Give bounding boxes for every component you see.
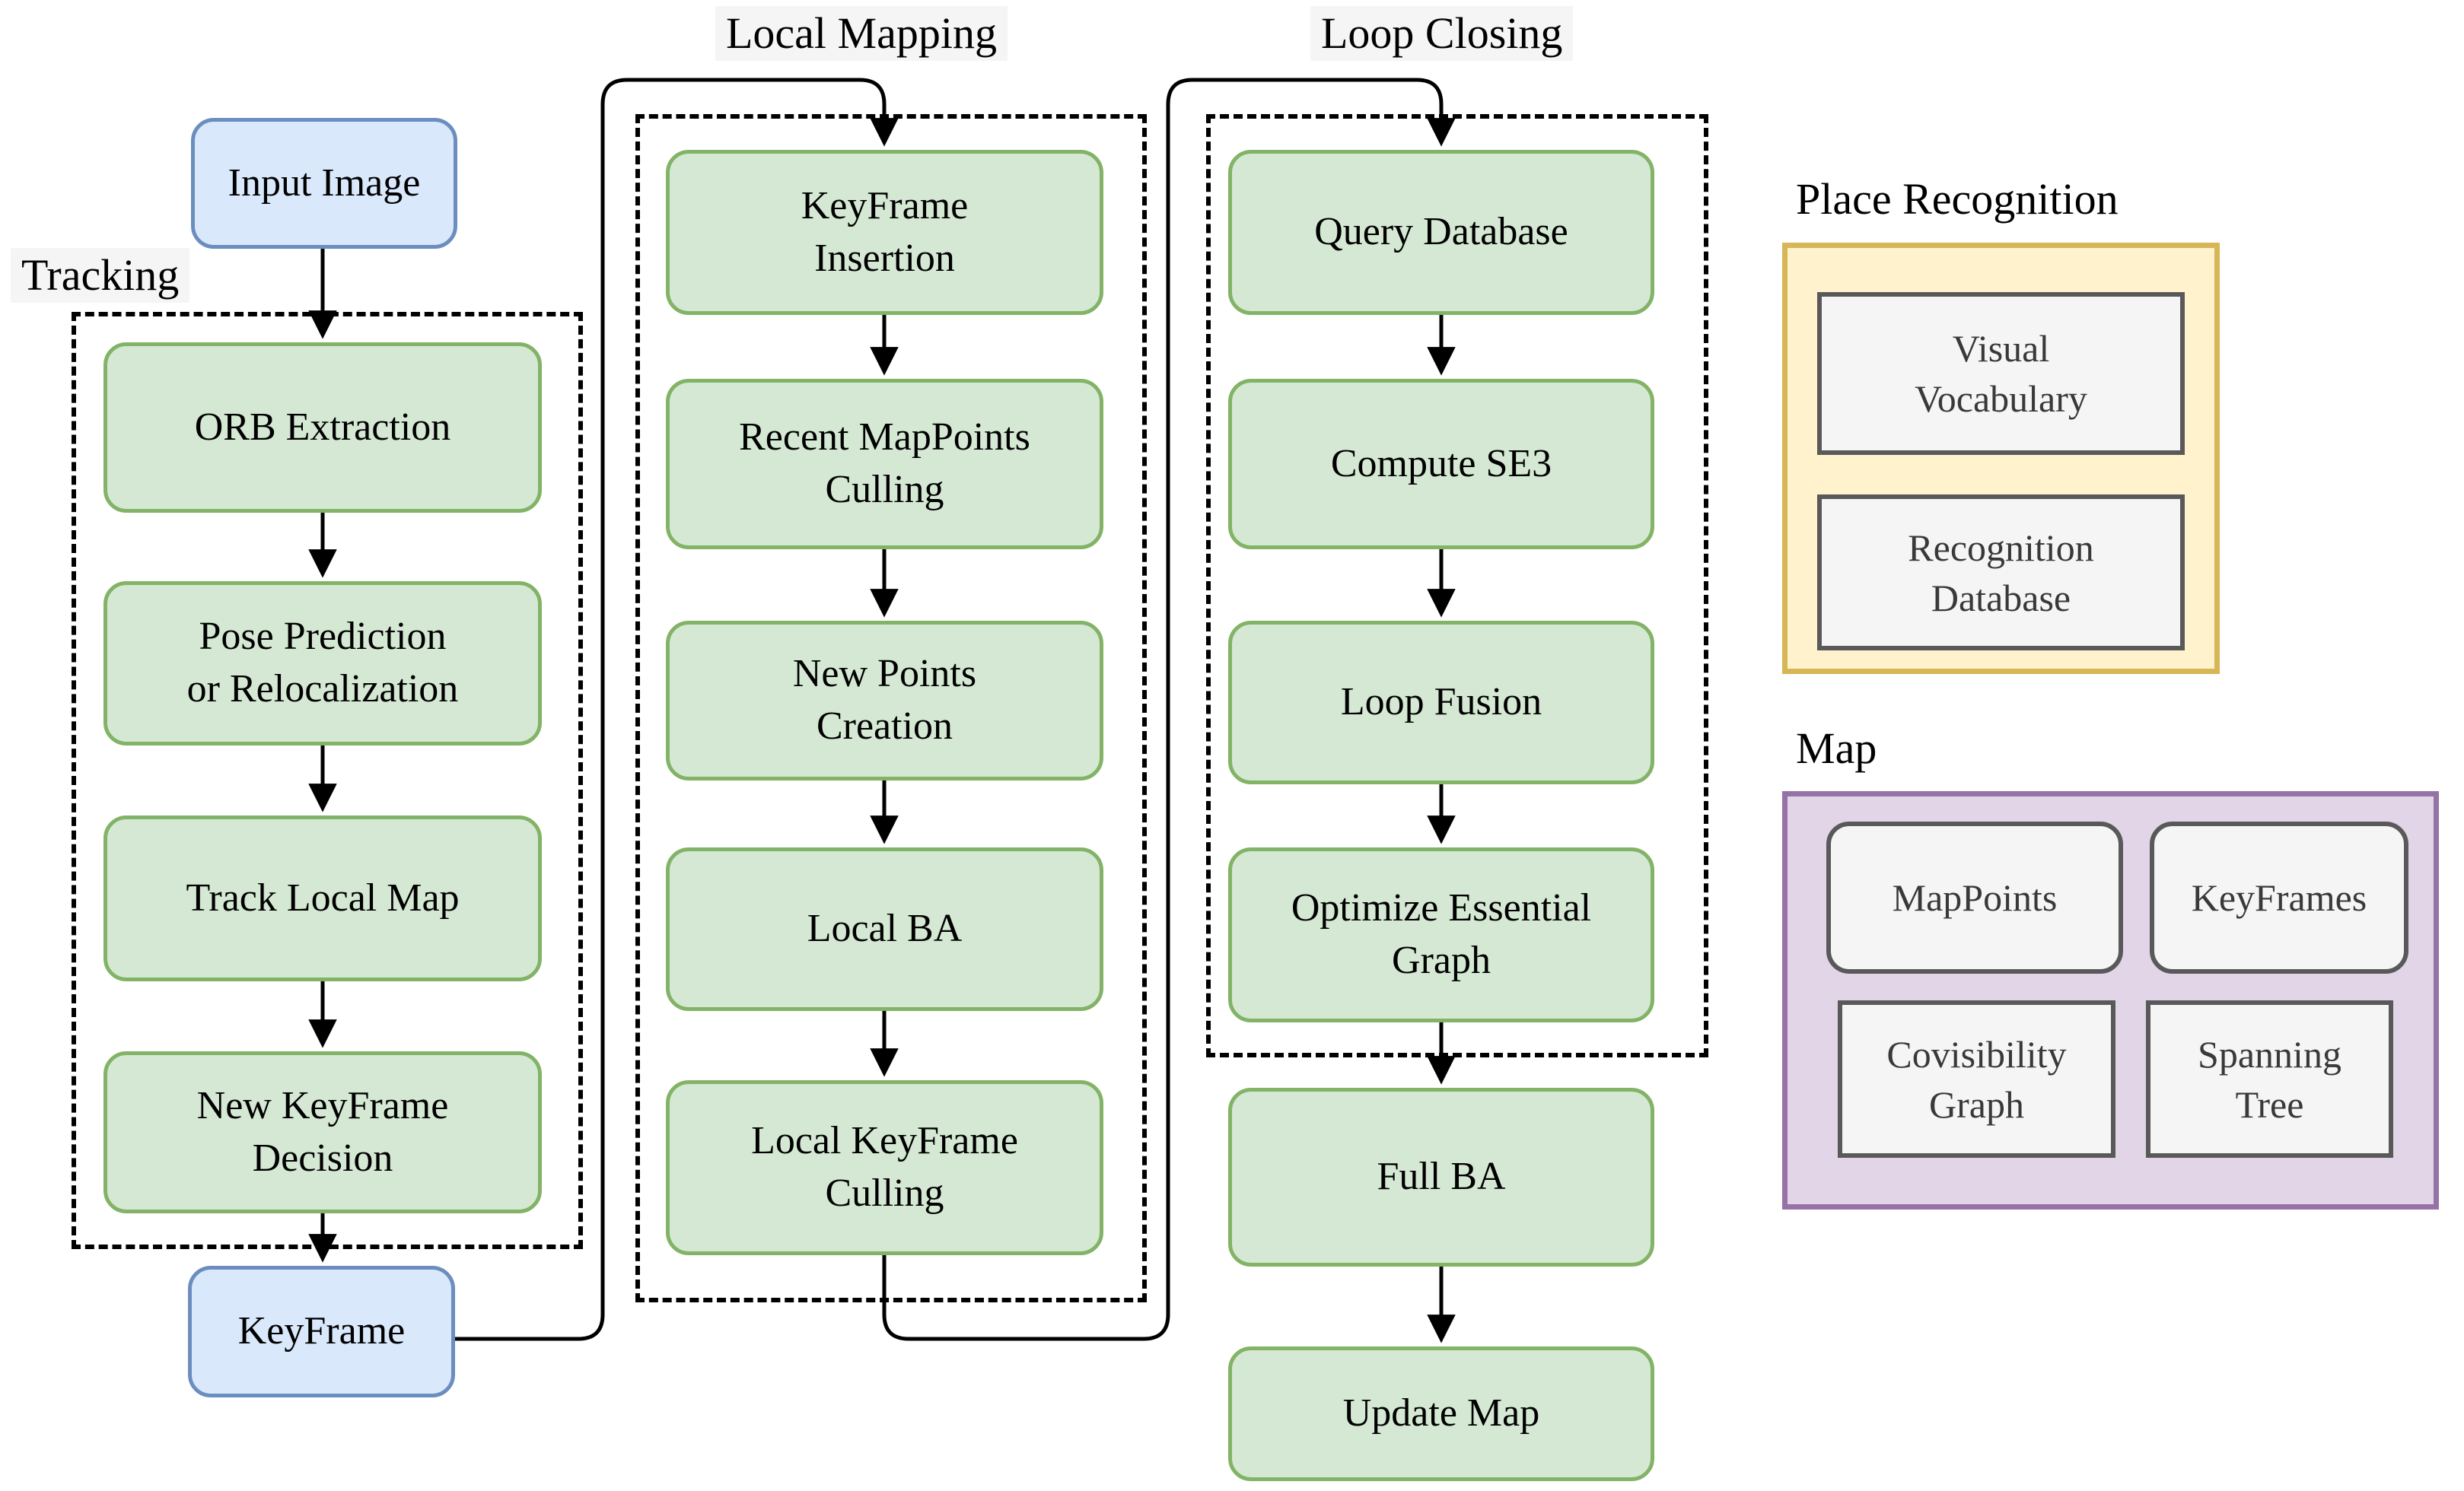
loop-closing-group-title: Loop Closing xyxy=(1310,6,1574,61)
map-panel-title: Map xyxy=(1796,723,1877,773)
tracking-group-title: Tracking xyxy=(11,248,190,303)
item-spanning-tree: Spanning Tree xyxy=(2146,1000,2393,1158)
node-query-database: Query Database xyxy=(1228,150,1654,315)
item-recognition-database: Recognition Database xyxy=(1817,494,2185,650)
node-keyframe: KeyFrame xyxy=(188,1266,455,1397)
node-orb-extraction: ORB Extraction xyxy=(103,342,542,513)
node-local-ba: Local BA xyxy=(666,847,1103,1011)
node-new-points-creation: New Points Creation xyxy=(666,621,1103,780)
node-input-image: Input Image xyxy=(191,118,457,249)
node-full-ba: Full BA xyxy=(1228,1088,1654,1267)
item-keyframes: KeyFrames xyxy=(2150,822,2408,974)
node-new-keyframe-decision: New KeyFrame Decision xyxy=(103,1051,542,1213)
node-local-keyframe-culling: Local KeyFrame Culling xyxy=(666,1080,1103,1255)
node-recent-mappoints-culling: Recent MapPoints Culling xyxy=(666,379,1103,549)
item-mappoints: MapPoints xyxy=(1826,822,2123,974)
node-compute-se3: Compute SE3 xyxy=(1228,379,1654,549)
item-covisibility-graph: Covisibility Graph xyxy=(1838,1000,2115,1158)
node-pose-prediction: Pose Prediction or Relocalization xyxy=(103,581,542,746)
node-loop-fusion: Loop Fusion xyxy=(1228,621,1654,784)
node-optimize-essential-graph: Optimize Essential Graph xyxy=(1228,847,1654,1022)
local-mapping-group-title: Local Mapping xyxy=(715,6,1008,61)
place-recognition-panel-title: Place Recognition xyxy=(1796,174,2119,224)
node-update-map: Update Map xyxy=(1228,1346,1654,1481)
item-visual-vocabulary: Visual Vocabulary xyxy=(1817,292,2185,455)
node-track-local-map: Track Local Map xyxy=(103,815,542,981)
node-keyframe-insertion: KeyFrame Insertion xyxy=(666,150,1103,315)
